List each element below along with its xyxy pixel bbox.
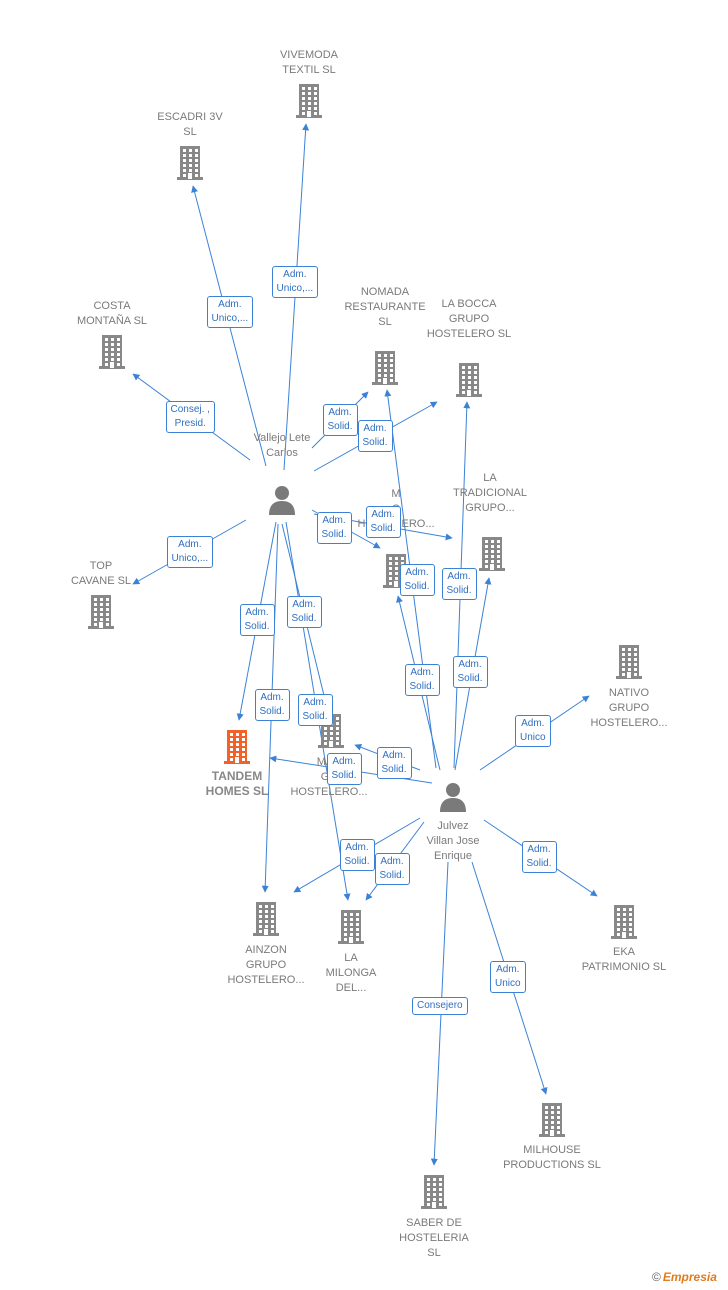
relation-label-vallejo-escadri[interactable]: Adm. Unico,... xyxy=(206,296,254,328)
person-icon[interactable] xyxy=(267,484,297,521)
company-name-nomada[interactable]: NOMADA RESTAURANTE SL xyxy=(344,286,426,328)
relation-label-vallejo-labocca[interactable]: Adm. Solid. xyxy=(357,420,393,452)
building-glyph xyxy=(421,1175,447,1209)
building-glyph xyxy=(338,910,364,944)
building-glyph xyxy=(479,537,505,571)
relation-label-julvez-ainzon[interactable]: Adm. Solid. xyxy=(339,839,375,871)
relation-label-vallejo-ainzon[interactable]: Adm. Solid. xyxy=(254,689,290,721)
brand-watermark: ©Empresia xyxy=(652,1270,717,1284)
building-icon[interactable] xyxy=(96,334,128,375)
building-icon[interactable] xyxy=(613,644,645,685)
building-icon[interactable] xyxy=(536,1102,568,1143)
relation-label-julvez-mar[interactable]: Adm. Solid. xyxy=(376,747,412,779)
brand-name: Empresia xyxy=(662,1270,717,1284)
building-icon[interactable] xyxy=(476,536,508,577)
building-icon[interactable] xyxy=(335,909,367,950)
company-name-costa[interactable]: COSTA MONTAÑA SL xyxy=(76,300,148,327)
company-name-saber[interactable]: SABER DE HOSTELERIA SL xyxy=(399,1217,469,1259)
company-name-escadri[interactable]: ESCADRI 3V SL xyxy=(157,111,223,138)
relation-label-julvez-eka[interactable]: Adm. Solid. xyxy=(521,841,557,873)
person-glyph xyxy=(269,486,295,515)
building-icon[interactable] xyxy=(85,594,117,635)
relation-label-vallejo-costa[interactable]: Consej. , Presid. xyxy=(165,401,215,433)
company-name-nativo[interactable]: NATIVO GRUPO HOSTELERO... xyxy=(590,687,668,729)
company-name-latradicional[interactable]: LA TRADICIONAL GRUPO... xyxy=(453,472,527,514)
company-name-vivemoda[interactable]: VIVEMODA TEXTIL SL xyxy=(279,49,339,76)
building-icon[interactable] xyxy=(418,1174,450,1215)
relation-label-julvez-tandem[interactable]: Adm. Solid. xyxy=(326,753,362,785)
building-glyph xyxy=(539,1103,565,1137)
relation-label-vallejo-top[interactable]: Adm. Unico,... xyxy=(166,536,214,568)
relation-label-julvez-lamilonga[interactable]: Adm. Solid. xyxy=(374,853,410,885)
person-name-julvez[interactable]: Julvez Villan Jose Enrique xyxy=(426,820,480,862)
person-name-vallejo[interactable]: Vallejo Lete Carlos xyxy=(253,432,311,459)
person-glyph xyxy=(440,783,466,812)
company-name-ainzon[interactable]: AINZON GRUPO HOSTELERO... xyxy=(227,944,305,986)
building-glyph xyxy=(253,902,279,936)
building-icon[interactable] xyxy=(608,904,640,945)
building-glyph xyxy=(611,905,637,939)
company-name-lamilonga[interactable]: LA MILONGA DEL... xyxy=(325,952,377,994)
company-name-eka[interactable]: EKA PATRIMONIO SL xyxy=(581,946,667,973)
relation-label-julvez-latradicional[interactable]: Adm. Solid. xyxy=(441,568,477,600)
relation-label-vallejo-hidden1[interactable]: Adm. Solid. xyxy=(316,512,352,544)
copyright-symbol: © xyxy=(652,1270,661,1284)
building-icon[interactable] xyxy=(293,83,325,124)
relation-label-julvez-nomada[interactable]: Adm. Solid. xyxy=(404,664,440,696)
building-icon[interactable] xyxy=(174,145,206,186)
company-name-tandem[interactable]: TANDEM HOMES SL xyxy=(205,769,269,798)
relation-label-vallejo-lamilonga[interactable]: Adm. Solid. xyxy=(297,694,333,726)
building-icon[interactable] xyxy=(453,362,485,403)
person-icon[interactable] xyxy=(438,781,468,818)
relation-label-julvez-milhouse[interactable]: Adm. Unico xyxy=(490,961,526,993)
company-name-milhouse[interactable]: MILHOUSE PRODUCTIONS SL xyxy=(503,1144,601,1171)
relation-label-julvez-labocca[interactable]: Adm. Solid. xyxy=(452,656,488,688)
relation-label-vallejo-vivemoda[interactable]: Adm. Unico,... xyxy=(271,266,319,298)
building-icon[interactable] xyxy=(369,350,401,391)
building-glyph xyxy=(99,335,125,369)
relation-label-julvez-saber[interactable]: Consejero xyxy=(412,997,468,1015)
relation-label-vallejo-latradicional[interactable]: Adm. Solid. xyxy=(365,506,401,538)
building-icon[interactable] xyxy=(221,729,253,770)
building-glyph xyxy=(88,595,114,629)
building-glyph xyxy=(177,146,203,180)
relation-label-julvez-hidden1[interactable]: Adm. Solid. xyxy=(399,564,435,596)
relation-label-vallejo-tandem[interactable]: Adm. Solid. xyxy=(239,604,275,636)
building-glyph xyxy=(616,645,642,679)
relation-label-vallejo-nomada[interactable]: Adm. Solid. xyxy=(322,404,358,436)
building-glyph xyxy=(224,730,250,764)
building-glyph xyxy=(456,363,482,397)
relation-label-julvez-nativo[interactable]: Adm. Unico xyxy=(515,715,551,747)
company-name-top[interactable]: TOP CAVANE SL xyxy=(70,560,132,587)
relation-label-vallejo-mar[interactable]: Adm. Solid. xyxy=(286,596,322,628)
building-glyph xyxy=(372,351,398,385)
company-name-labocca[interactable]: LA BOCCA GRUPO HOSTELERO SL xyxy=(426,298,512,340)
building-icon[interactable] xyxy=(250,901,282,942)
building-glyph xyxy=(296,84,322,118)
